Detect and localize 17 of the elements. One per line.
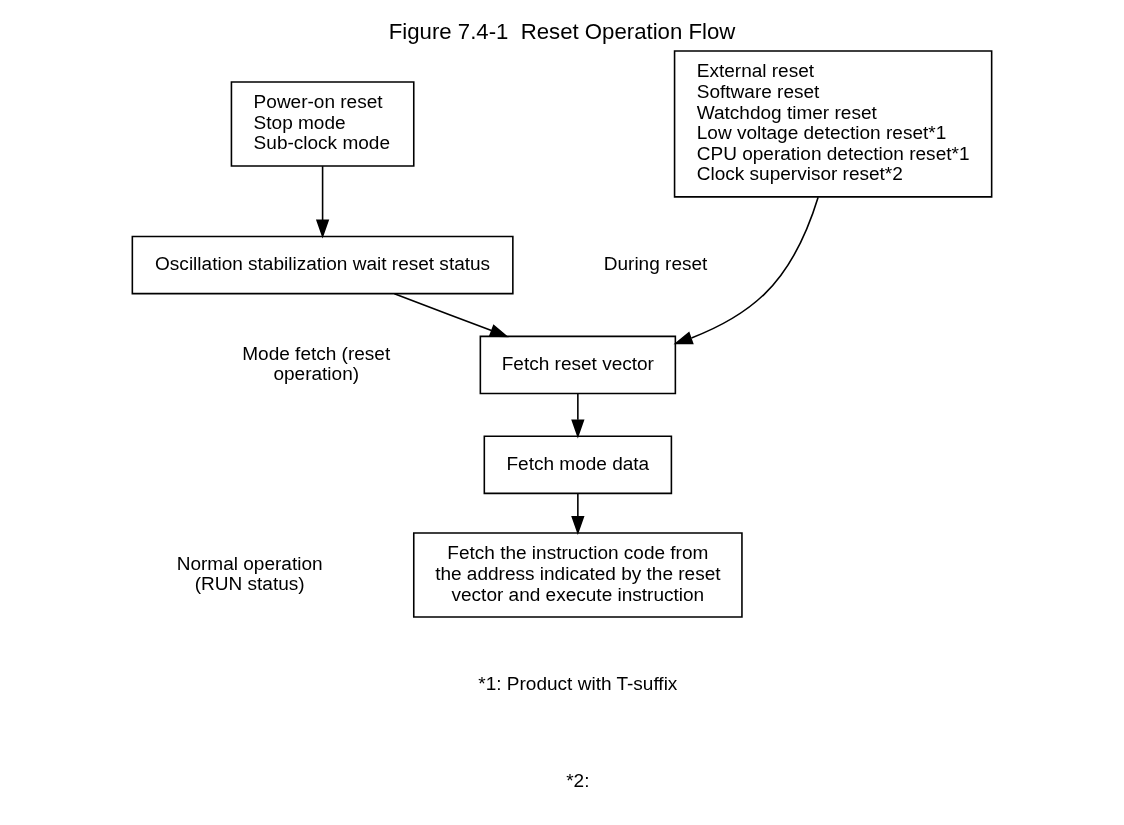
node-box: Fetch the instruction code from the address indicated by the reset vector and execute instruction bbox=[412, 532, 743, 618]
node-box: Power-on reset Stop mode Sub-clock mode bbox=[230, 81, 415, 167]
label: During reset bbox=[603, 252, 708, 274]
arrow bbox=[673, 196, 819, 345]
diagram-title: Figure 7.4-1 Reset Operation Flow bbox=[388, 18, 736, 44]
arrow bbox=[315, 165, 330, 239]
label: Mode fetch (reset operation) bbox=[242, 342, 391, 385]
arrow bbox=[571, 492, 585, 536]
label: *1: Product with T-suffix bbox=[478, 673, 678, 695]
node-box: Fetch reset vector bbox=[479, 335, 677, 395]
node-box: External reset Software reset Watchdog timer reset Low voltage detection reset*1 CPU operation detection reset*1 Clock supervisor reset*2 bbox=[673, 50, 993, 198]
label: Normal operation (RUN status) bbox=[176, 552, 323, 595]
node-box: Fetch mode data bbox=[483, 435, 673, 495]
node-box: Oscillation stabilization wait reset status bbox=[131, 235, 514, 295]
arrow bbox=[393, 293, 509, 338]
arrow bbox=[571, 393, 585, 439]
label: *2: bbox=[566, 769, 590, 791]
